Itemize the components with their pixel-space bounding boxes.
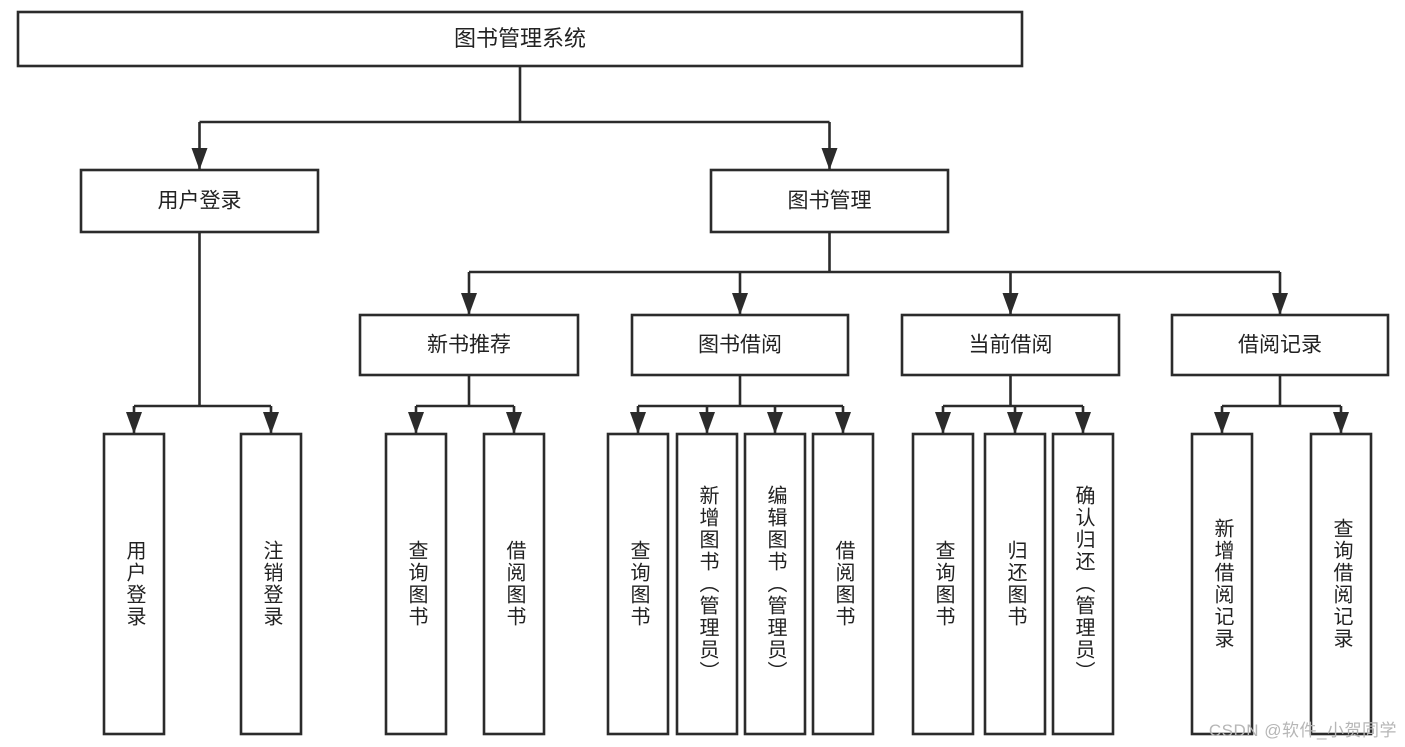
node-box-leaf-borrow-book-2[interactable] [811,432,875,736]
arrow-head [263,412,279,434]
node-box-leaf-query-book-3[interactable] [911,432,975,736]
node-box-current-borrow[interactable] [900,313,1121,377]
node-box-root[interactable] [16,10,1024,68]
node-box-leaf-logout-login[interactable] [239,432,303,736]
node-layer [16,10,1390,736]
arrow-head [461,293,477,315]
node-box-leaf-confirm-return-admin[interactable] [1051,432,1115,736]
node-box-leaf-add-book-admin[interactable] [675,432,739,736]
node-box-borrow-records[interactable] [1170,313,1390,377]
arrow-head [821,148,838,170]
arrow-head [1333,412,1349,434]
node-box-leaf-query-book-2[interactable] [606,432,670,736]
csdn-watermark: CSDN @软件_小贺同学 [1208,721,1397,740]
arrow-head [1214,412,1230,434]
node-box-leaf-return-book[interactable] [983,432,1047,736]
node-box-leaf-borrow-book-1[interactable] [482,432,546,736]
node-label-book-borrow: 图书借阅 [698,334,782,357]
arrow-head [506,412,522,434]
connector-layer [126,66,1349,434]
node-label-book-manage: 图书管理 [788,190,872,213]
node-box-book-borrow[interactable] [630,313,850,377]
arrow-head [1007,412,1023,434]
node-label-user-login: 用户登录 [158,190,242,213]
arrow-head [767,412,783,434]
arrow-head [732,293,748,315]
arrow-head [935,412,951,434]
node-label-new-book-recommend: 新书推荐 [427,334,511,357]
node-box-leaf-query-borrow-record[interactable] [1309,432,1373,736]
arrow-head [1272,293,1288,315]
arrow-head [699,412,715,434]
node-box-leaf-add-borrow-record[interactable] [1190,432,1254,736]
node-box-leaf-query-book-1[interactable] [384,432,448,736]
node-box-book-manage[interactable] [709,168,950,234]
arrow-head [191,148,208,170]
arrow-head [1075,412,1091,434]
node-box-leaf-user-login[interactable] [102,432,166,736]
arrow-head [126,412,142,434]
arrow-head [408,412,424,434]
node-label-current-borrow: 当前借阅 [969,334,1053,357]
node-label-root: 图书管理系统 [454,26,586,51]
arrow-head [630,412,646,434]
arrow-head [1002,293,1019,315]
node-box-new-book-recommend[interactable] [358,313,580,377]
node-box-user-login[interactable] [79,168,320,234]
arrow-head [835,412,851,434]
node-box-leaf-edit-book-admin[interactable] [743,432,807,736]
node-label-borrow-records: 借阅记录 [1238,334,1322,357]
